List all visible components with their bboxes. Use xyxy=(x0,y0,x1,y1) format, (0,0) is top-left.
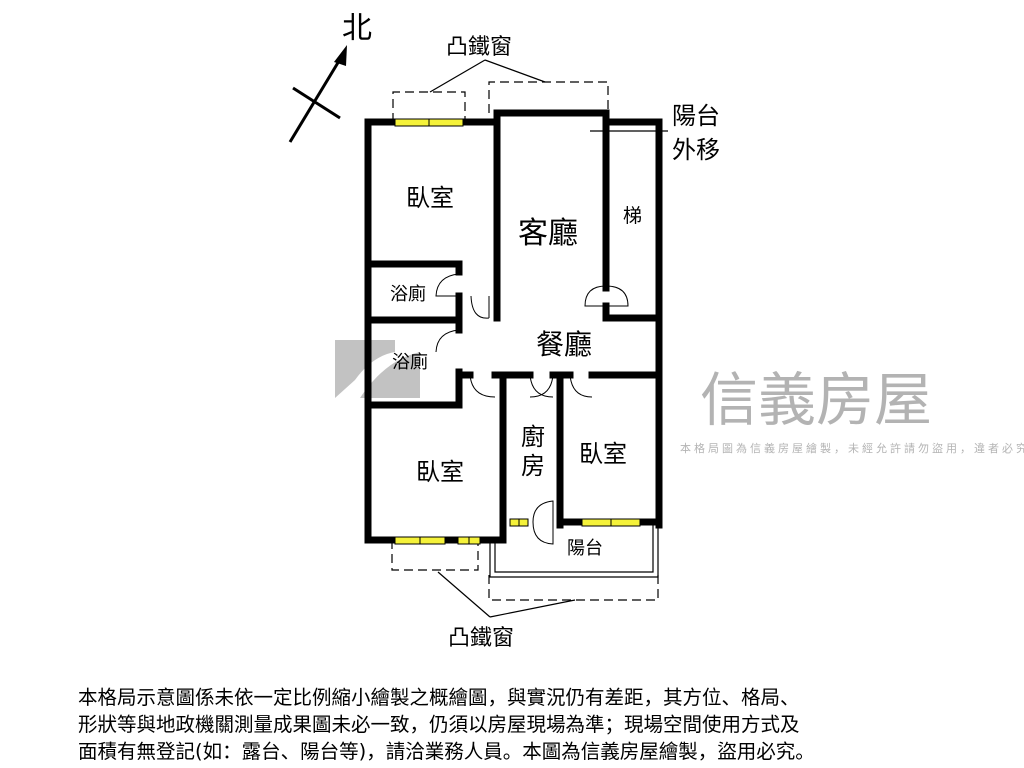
room-kitchen-1: 廚 xyxy=(521,423,545,451)
watermark-brand: 信義房屋 xyxy=(700,366,932,434)
room-balcony: 陽台 xyxy=(567,538,603,559)
disclaimer-line: 本格局示意圖係未依一定比例縮小繪製之概繪圖，與實況仍有差距，其方位、格局、 xyxy=(78,686,800,709)
balcony-moved-label-1: 陽台 xyxy=(672,102,720,130)
watermark-notice: 本格局圖為信義房屋繪製，未經允許請勿盜用，違者必究 xyxy=(680,441,1024,455)
room-stairs: 梯 xyxy=(623,205,642,227)
bay-windows xyxy=(391,81,659,601)
windows xyxy=(394,118,641,545)
walls xyxy=(364,109,663,544)
brand-logo-shape xyxy=(360,352,420,398)
north-arrow-icon xyxy=(288,45,347,143)
watermark: 信義房屋 本格局圖為信義房屋繪製，未經允許請勿盜用，違者必究 xyxy=(335,340,1024,455)
leader-lines xyxy=(429,59,668,618)
room-dining: 餐廳 xyxy=(536,328,592,361)
disclaimer-line: 形狀等與地政機關測量成果圖未必一致，仍須以房屋現場為準；現場空間使用方式及 xyxy=(78,713,800,736)
room-bedroom-sw: 臥室 xyxy=(416,458,464,486)
room-bath-1: 浴廁 xyxy=(390,283,426,305)
balcony-moved-label-2: 外移 xyxy=(672,136,720,164)
disclaimer-line: 面積有無登記(如：露台、陽台等)，請洽業務人員。本圖為信義房屋繪製，盜用必究。 xyxy=(78,740,815,763)
balcony-outline xyxy=(489,525,659,578)
disclaimer: 本格局示意圖係未依一定比例縮小繪製之概繪圖，與實況仍有差距，其方位、格局、 形狀… xyxy=(78,684,978,765)
doors xyxy=(435,273,629,545)
bay-window-top-label: 凸鐵窗 xyxy=(446,35,512,60)
bay-window-bottom-label: 凸鐵窗 xyxy=(448,626,514,651)
room-bedroom-se: 臥室 xyxy=(579,440,627,468)
room-labels: 臥室 客廳 梯 浴廁 餐廳 浴廁 臥室 廚 房 臥室 陽台 xyxy=(390,184,642,559)
room-bedroom-nw: 臥室 xyxy=(406,184,454,212)
brand-logo-icon xyxy=(335,340,395,398)
room-kitchen-2: 房 xyxy=(521,452,545,480)
room-living: 客廳 xyxy=(518,216,578,251)
room-bath-2: 浴廁 xyxy=(392,351,428,373)
north-label: 北 xyxy=(342,11,372,46)
